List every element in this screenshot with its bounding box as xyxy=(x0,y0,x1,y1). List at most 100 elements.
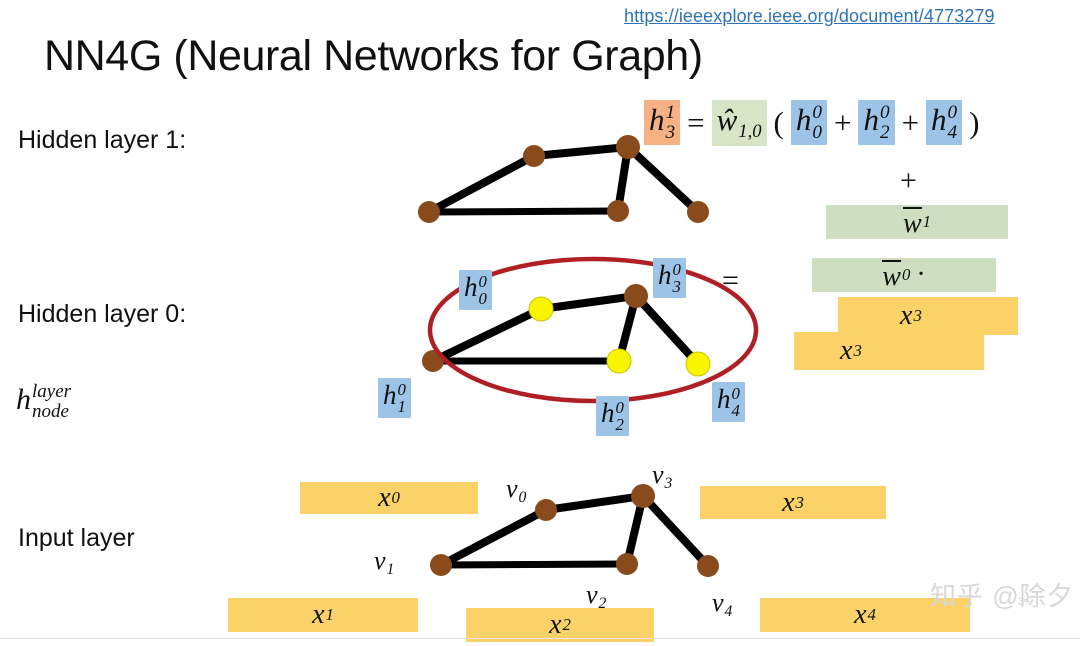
formula-paren-close: ) xyxy=(969,104,980,140)
v0-base: v xyxy=(506,474,518,503)
notation-superscript: layer xyxy=(32,381,72,402)
x2-sub: 2 xyxy=(562,615,571,634)
vertex-label-v2: v2 xyxy=(586,580,606,613)
graph-node xyxy=(616,553,638,575)
h1-sup: 0 xyxy=(397,379,406,399)
graph-node xyxy=(607,200,629,222)
v2-base: v xyxy=(586,580,598,609)
h2-sub: 2 xyxy=(615,414,624,434)
h0-sub: 0 xyxy=(478,288,487,308)
x4-base: x xyxy=(854,599,867,630)
graph-node xyxy=(624,284,648,308)
watermark-sub: 3+ xyxy=(1018,596,1031,608)
formula-term-2-sup: 0 xyxy=(947,102,958,124)
formula-term-1-sup: 0 xyxy=(879,102,890,124)
w1-base: w xyxy=(902,206,922,239)
bottom-divider xyxy=(0,638,1080,639)
formula-weight: ŵ1,0 xyxy=(711,100,767,146)
h2-sup: 0 xyxy=(615,397,624,417)
v4-sub: 4 xyxy=(724,603,733,621)
formula-paren-open: ( xyxy=(773,104,784,140)
hidden-layer-1-edges xyxy=(425,143,702,216)
v3-base: v xyxy=(652,460,664,489)
hidden-layer-1-label: Hidden layer 1: xyxy=(18,126,187,154)
x0-sub: 0 xyxy=(391,488,400,507)
h4-base: h xyxy=(717,384,731,414)
x2-base: x xyxy=(549,609,562,640)
page-title: NN4G (Neural Networks for Graph) xyxy=(44,32,703,80)
formula-lhs-sub: 3 xyxy=(665,121,676,143)
formula-weight-sub: 1,0 xyxy=(738,120,762,142)
h3-sup: 0 xyxy=(672,259,681,279)
w0-base: w xyxy=(882,259,901,292)
input-layer-nodes xyxy=(430,484,719,577)
red-highlight-ellipse xyxy=(427,256,759,404)
x3-sub: 3 xyxy=(795,492,804,512)
w1-sub: 1 xyxy=(922,212,932,231)
h4-sup: 0 xyxy=(731,383,740,403)
x3a-sub: 3 xyxy=(913,306,922,325)
formula-term-2-sub: 4 xyxy=(947,121,958,143)
watermark-text: 知乎 @除夕 xyxy=(930,581,1074,611)
vertex-label-v0: v0 xyxy=(506,474,526,507)
h4-sub: 4 xyxy=(731,400,740,420)
hidden-layer-0-label: Hidden layer 0: xyxy=(18,300,187,328)
graph-node xyxy=(528,296,554,322)
vertex-label-v4: v4 xyxy=(712,588,732,621)
h3-sub: 3 xyxy=(672,276,681,296)
formula-term-0-sup: 0 xyxy=(812,102,822,124)
h2-base: h xyxy=(601,398,615,428)
input-layer-edges xyxy=(437,492,712,570)
source-url-link[interactable]: https://ieeexplore.ieee.org/document/477… xyxy=(624,6,995,26)
x1-sub: 1 xyxy=(325,605,334,624)
graph-node xyxy=(631,484,655,508)
formula-lhs-base: h xyxy=(649,102,665,137)
graph-node xyxy=(606,348,632,374)
formula-term-0-base: h xyxy=(795,102,812,137)
hidden-layer-0-nodes xyxy=(422,284,711,377)
formula-term-0-sub: 0 xyxy=(812,121,822,143)
formula-term-1-sub: 2 xyxy=(879,121,890,143)
graph-node xyxy=(616,135,640,159)
v3-sub: 3 xyxy=(664,475,673,493)
v4-base: v xyxy=(712,588,724,617)
x3-base: x xyxy=(782,486,795,518)
v2-sub: 2 xyxy=(598,595,607,613)
dot-operator: · xyxy=(916,259,926,290)
x3b-base: x xyxy=(840,335,853,366)
vertex-label-v3: v3 xyxy=(652,460,672,493)
v1-base: v xyxy=(374,546,386,575)
graph-node xyxy=(685,351,711,377)
hidden-layer-1-nodes xyxy=(418,135,709,223)
formula-equals: = xyxy=(687,104,705,140)
formula-term-2-base: h xyxy=(931,102,947,137)
formula-weight-base: ŵ xyxy=(716,102,738,137)
graph-node xyxy=(418,201,440,223)
v1-sub: 1 xyxy=(386,561,395,579)
graph-node xyxy=(687,201,709,223)
